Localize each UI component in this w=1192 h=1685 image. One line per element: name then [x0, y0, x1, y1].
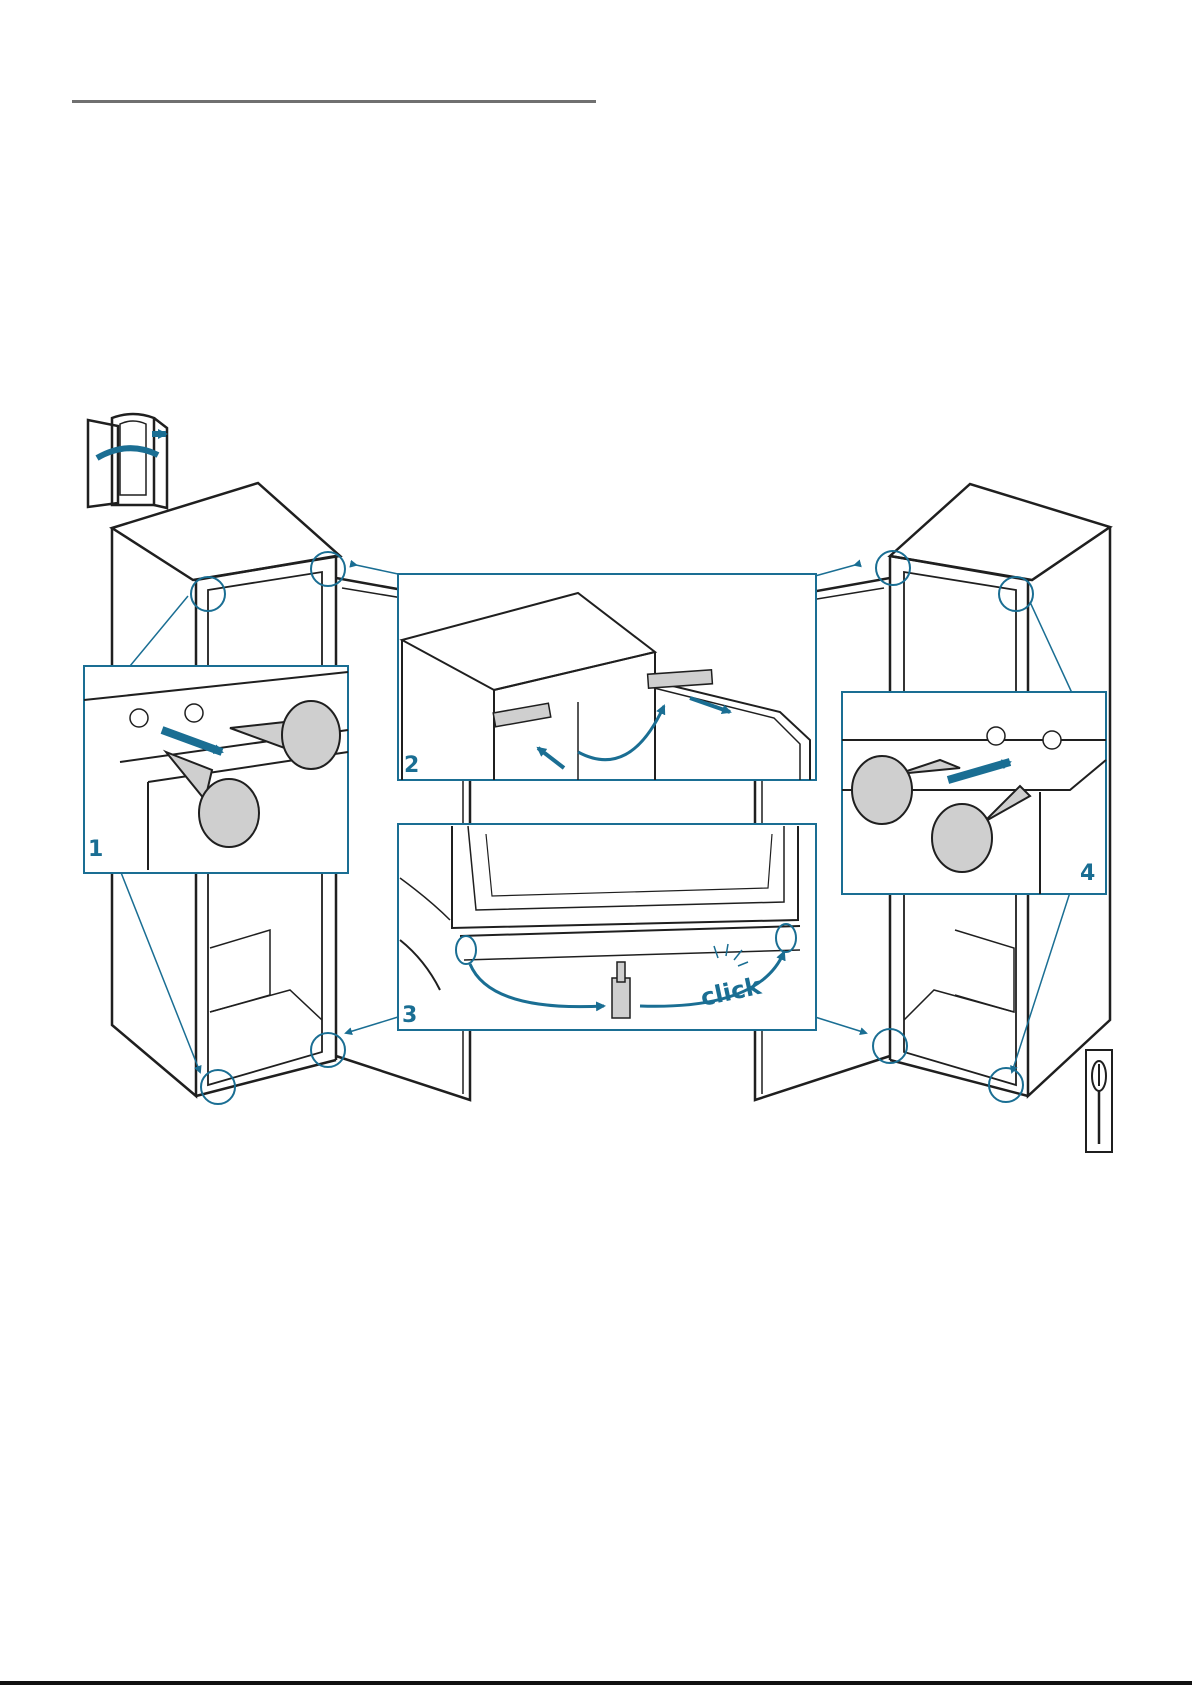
footer-rule: [0, 1681, 1192, 1685]
step-1-panel: 1: [84, 666, 348, 873]
step-4-panel: 4: [842, 692, 1106, 894]
step-4-number: 4: [1080, 861, 1095, 886]
step-1-number: 1: [88, 837, 103, 862]
screwdriver-icon: [1086, 1050, 1112, 1152]
step-3-panel: click 3: [398, 824, 816, 1030]
step-2-number: 2: [404, 753, 419, 778]
step-3-number: 3: [402, 1003, 417, 1028]
step-2-panel: 2: [398, 574, 816, 780]
door-reversal-icon: [88, 414, 167, 508]
